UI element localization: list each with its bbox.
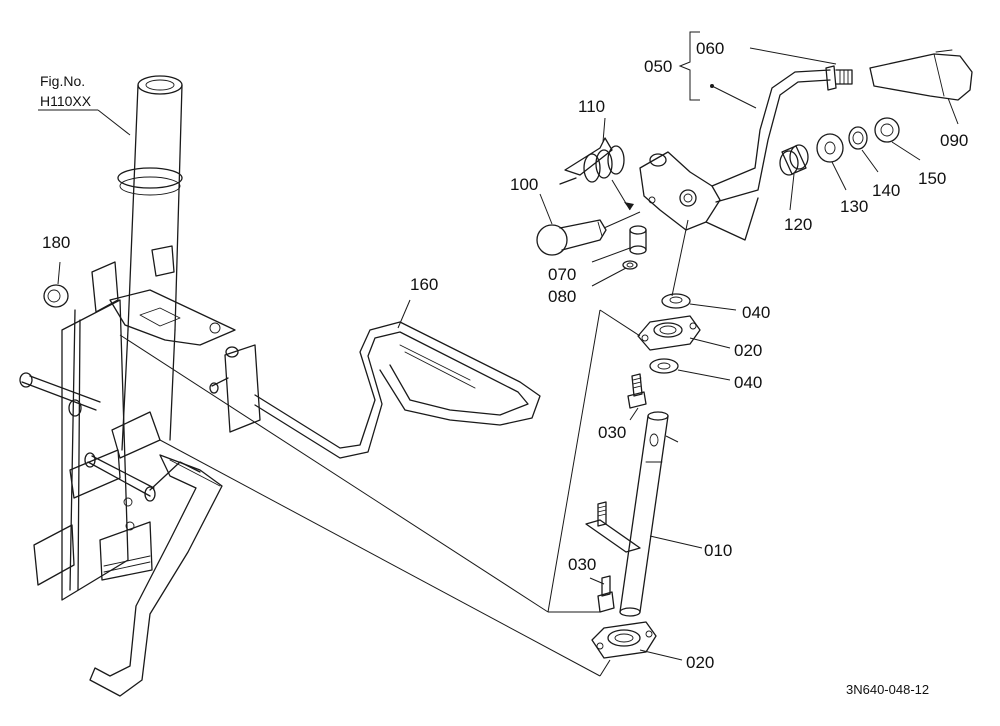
label-040-lower: 040: [734, 373, 762, 392]
drawing-reference: 3N640-048-12: [846, 682, 929, 697]
part-030-bolt-upper: 030: [598, 373, 647, 442]
label-130: 130: [840, 197, 868, 216]
label-080: 080: [548, 287, 576, 306]
part-100-pin: 100: [510, 175, 641, 256]
label-090: 090: [940, 131, 968, 150]
figure-number-block: Fig.No. H110XX: [38, 73, 131, 136]
label-030-upper: 030: [598, 423, 626, 442]
part-160-lever: 160: [209, 275, 541, 459]
label-100: 100: [510, 175, 538, 194]
label-160: 160: [410, 275, 438, 294]
label-050: 050: [644, 57, 672, 76]
label-040-upper: 040: [742, 303, 770, 322]
part-110-spring: 110: [559, 97, 634, 211]
label-110: 110: [578, 97, 605, 116]
label-150: 150: [918, 169, 946, 188]
part-050-shift-lever: 050: [639, 31, 831, 297]
label-010: 010: [704, 541, 732, 560]
label-070: 070: [548, 265, 576, 284]
part-010-shaft: 010: [585, 411, 732, 617]
fig-label: Fig.No.: [40, 73, 85, 89]
label-180: 180: [42, 233, 70, 252]
parts-040-020-upper: 040 020 040: [547, 293, 770, 613]
part-020-lower-flange: 020: [548, 611, 714, 677]
label-140: 140: [872, 181, 900, 200]
label-120: 120: [784, 215, 812, 234]
fig-number-leader: [97, 109, 131, 136]
parts-120-150-spacers: 120 130 140 150: [779, 117, 946, 234]
fig-number: H110XX: [40, 93, 92, 109]
label-060: 060: [696, 39, 724, 58]
label-020-lower: 020: [686, 653, 714, 672]
label-020-upper: 020: [734, 341, 762, 360]
part-070-080: 070 080: [548, 225, 647, 306]
steering-column-frame: [19, 75, 601, 697]
part-030-bolt-lower: 030: [568, 555, 615, 613]
part-180-bushing: 180: [42, 233, 70, 308]
part-090-knob: 090: [869, 49, 973, 150]
part-060-nut: 060: [696, 39, 853, 91]
label-030-lower: 030: [568, 555, 596, 574]
